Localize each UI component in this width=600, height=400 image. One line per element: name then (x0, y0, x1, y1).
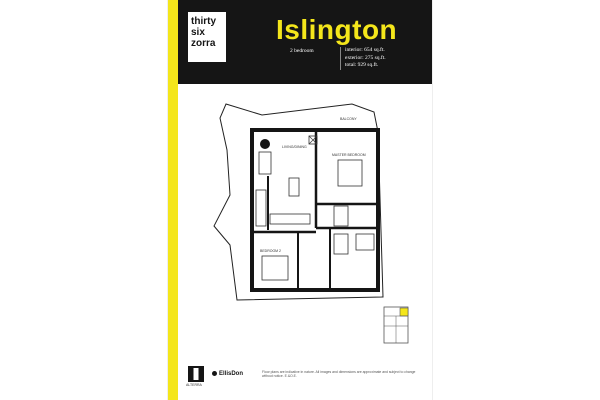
kitchen-island (269, 213, 311, 225)
balcony-label: BALCONY (340, 117, 357, 121)
master-label: MASTER BEDROOM (332, 153, 366, 157)
closet-marker (308, 135, 318, 145)
key-plan (383, 306, 409, 344)
balcony-outline (213, 103, 384, 301)
ensuite-bath (333, 205, 349, 227)
laundry (355, 233, 375, 251)
accent-bar (168, 0, 178, 400)
key-plan-highlight (399, 307, 409, 317)
main-bath (333, 233, 349, 255)
header-band: thirty six zorra Islington 2 bedroom int… (178, 0, 432, 84)
bedroom-count: 2 bedroom (290, 48, 314, 54)
qr-code (188, 366, 204, 382)
logo-line-3: zorra (191, 38, 216, 49)
interior-area: interior: 654 sq.ft. (345, 47, 385, 53)
logo-line-2: six (191, 27, 205, 38)
round-table (260, 139, 270, 149)
developer-name: ALTERRA (186, 383, 202, 387)
builder-name: EllisDon (219, 371, 244, 378)
brand-logo: thirty six zorra (188, 12, 226, 62)
area-summary: interior: 654 sq.ft. exterior: 275 sq.ft… (340, 47, 386, 70)
living-label: LIVING/DINING (282, 145, 307, 149)
dining-table (288, 177, 300, 197)
legal-disclaimer: Floor plans are indicative in nature. Al… (262, 370, 416, 378)
suite-title: Islington (276, 14, 398, 45)
master-bed (337, 159, 363, 187)
logo-line-1: thirty (191, 16, 216, 27)
total-area: total: 929 sq.ft. (345, 62, 379, 68)
bedroom2-bed (261, 255, 289, 281)
sofa (258, 151, 272, 175)
exterior-area: exterior: 275 sq.ft. (345, 54, 386, 61)
builder-logo: EllisDon (212, 371, 243, 377)
kitchen-counter (255, 189, 267, 227)
exterior-walls (250, 128, 380, 292)
builder-logo-mark (212, 371, 217, 376)
bedroom2-label: BEDROOM 2 (260, 249, 281, 253)
